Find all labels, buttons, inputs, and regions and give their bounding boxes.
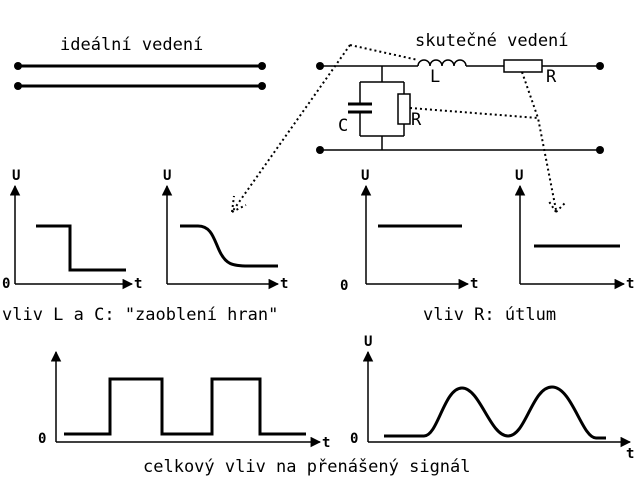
- real-line-label: skutečné vedení: [415, 31, 569, 51]
- pointer-r-to-graph: [409, 107, 557, 211]
- inductor-label: L: [430, 67, 440, 87]
- pointer-lines: [231, 44, 567, 213]
- series-resistor-label: R: [546, 67, 557, 87]
- ideal-terminal-br: [258, 82, 266, 90]
- graph-square-wave: 0 t: [38, 350, 330, 451]
- real-line: skutečné vedení L R C R: [316, 31, 604, 154]
- ideal-line-label: ideální vedení: [60, 35, 203, 55]
- graph4-u-label: U: [515, 168, 523, 184]
- pointer-lc-to-inductor: [349, 44, 419, 61]
- graph5-t-label: t: [322, 435, 330, 451]
- graph-r-attenuated: U t: [514, 168, 634, 292]
- graph2-t-label: t: [280, 276, 288, 292]
- series-resistor-symbol: [503, 59, 543, 73]
- graph3-u-label: U: [361, 168, 369, 184]
- graph3-t-label: t: [470, 276, 478, 292]
- graph5-zero-label: 0: [38, 431, 46, 447]
- graph6-zero-label: 0: [350, 431, 358, 447]
- shunt-resistor-label: R: [411, 110, 422, 130]
- graph1-zero-label: 0: [2, 276, 10, 292]
- graph-ideal-step: U 0 t: [2, 168, 142, 292]
- graph2-signal: [180, 224, 278, 268]
- pointer-r-series: [521, 71, 539, 119]
- graph-rounded-step: U t: [161, 168, 288, 292]
- caption-lc: vliv L a C: "zaoblení hran": [2, 305, 278, 325]
- graph4-t-label: t: [626, 276, 634, 292]
- graph2-u-label: U: [163, 168, 171, 184]
- ideal-terminal-bl: [14, 82, 22, 90]
- graph1-signal: [36, 224, 126, 272]
- caption-r: vliv R: útlum: [423, 305, 556, 325]
- graph1-t-label: t: [134, 276, 142, 292]
- capacitor-label: C: [338, 116, 348, 136]
- ideal-terminal-tl: [14, 62, 22, 70]
- caption-total: celkový vliv na přenášený signál: [143, 457, 471, 477]
- graph-smooth-wave: U 0 t: [350, 334, 634, 462]
- graph6-u-label: U: [364, 334, 372, 350]
- graph1-u-label: U: [12, 168, 20, 184]
- ideal-terminal-tr: [258, 62, 266, 70]
- shunt-resistor-symbol: [397, 93, 411, 125]
- graph-r-full: U 0 t: [340, 168, 478, 294]
- ideal-line: ideální vedení: [14, 35, 266, 90]
- pointer-r-arrowhead: [547, 199, 567, 213]
- graph6-t-label: t: [626, 446, 634, 462]
- graph3-zero-label: 0: [340, 278, 348, 294]
- inductor-symbol: [417, 59, 467, 67]
- pointer-lc-to-graph: [231, 44, 351, 213]
- graph6-signal: [384, 385, 606, 440]
- graph5-signal: [64, 377, 306, 436]
